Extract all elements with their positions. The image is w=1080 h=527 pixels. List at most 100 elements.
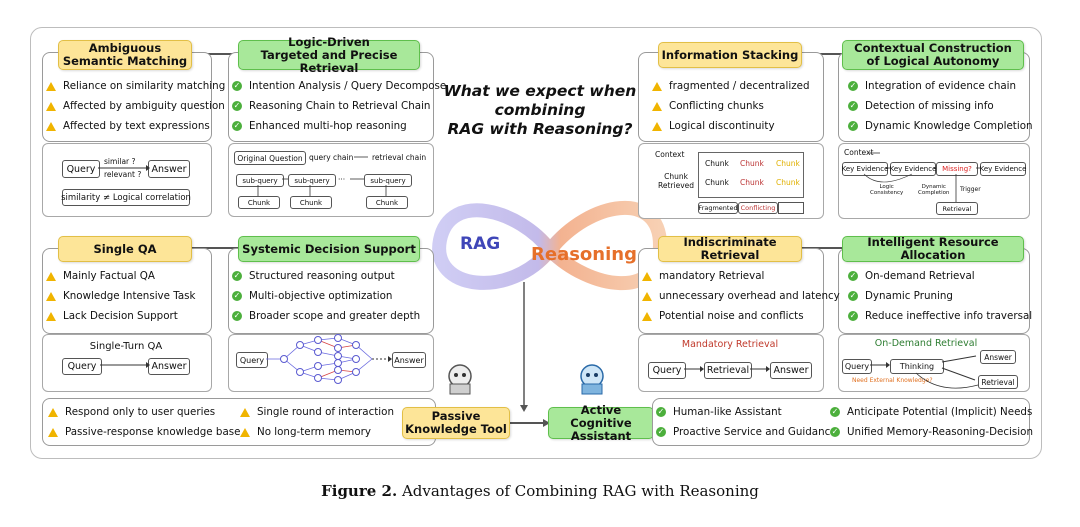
check-icon: ✓ xyxy=(232,291,242,301)
warning-icon xyxy=(46,121,56,131)
br-query-box: Query xyxy=(648,362,686,379)
reasoning-label: Reasoning xyxy=(531,244,637,265)
tr-issue-2-text: Conflicting chunks xyxy=(669,100,764,112)
warning-icon xyxy=(240,427,250,437)
bl-singleqa-title: Single-Turn QA xyxy=(89,341,163,352)
tr-issue-3-text: Logical discontinuity xyxy=(669,120,775,132)
check-icon: ✓ xyxy=(848,121,858,131)
tl-benefit-3-text: Enhanced multi-hop reasoning xyxy=(249,120,407,132)
tl-issue-3: Affected by text expressions xyxy=(46,120,210,132)
check-icon: ✓ xyxy=(656,427,666,437)
br-benefit-2-text: Dynamic Pruning xyxy=(865,290,953,302)
bottom-left-item-2: Passive-response knowledge base xyxy=(48,426,240,438)
warning-icon xyxy=(642,311,652,321)
tl-benefit-2-text: Reasoning Chain to Retrieval Chain xyxy=(249,100,431,112)
warning-icon xyxy=(46,291,56,301)
check-icon: ✓ xyxy=(656,407,666,417)
warning-icon xyxy=(642,291,652,301)
bl-benefit-3-text: Broader scope and greater depth xyxy=(249,310,421,322)
bottom-left-item-1: Respond only to user queries xyxy=(48,406,215,418)
warning-icon xyxy=(652,81,662,91)
bl-graph-query: Query xyxy=(236,352,268,368)
tl-issue-1: Reliance on similarity matching xyxy=(46,80,225,92)
tr-key-evidence-1: Key Evidence xyxy=(842,162,888,176)
br-right-title: Intelligent Resource Allocation xyxy=(842,236,1024,262)
bottom-right-a-1-text: Human-like Assistant xyxy=(673,406,782,418)
tr-issue-1: fragmented / decentralized xyxy=(652,80,810,92)
br-retrieval-box: Retrieval xyxy=(704,362,752,379)
bottom-mid-item-1: Single round of interaction xyxy=(240,406,394,418)
bottom-right-a-2: ✓Proactive Service and Guidance xyxy=(656,426,837,438)
bottom-mid-item-2-text: No long-term memory xyxy=(257,426,371,438)
br-issue-1-text: mandatory Retrieval xyxy=(659,270,765,282)
warning-icon xyxy=(46,101,56,111)
bottom-right-a-1: ✓ Human-like Assistant xyxy=(656,406,782,418)
check-icon: ✓ xyxy=(848,311,858,321)
tr-fragmented-box: Fragmented xyxy=(698,202,738,214)
passive-robot-icon xyxy=(448,364,472,395)
br-od-retrieval: Retrieval xyxy=(978,375,1018,389)
bl-right-title: Systemic Decision Support xyxy=(238,236,420,262)
tr-context-label-2: Context xyxy=(844,148,874,157)
center-question: What we expect when combining RAG with R… xyxy=(440,82,640,139)
active-robot-icon xyxy=(580,364,604,395)
br-benefit-3: ✓Reduce ineffective info traversal xyxy=(848,310,1032,322)
check-icon: ✓ xyxy=(830,407,840,417)
check-icon: ✓ xyxy=(232,311,242,321)
bl-issue-1-text: Mainly Factual QA xyxy=(63,270,155,282)
tl-qchain-label: query chain xyxy=(309,153,354,162)
warning-icon xyxy=(46,81,56,91)
tl-subquery-2: sub-query xyxy=(288,174,336,187)
tl-benefit-1-text: Intention Analysis / Query Decompose xyxy=(249,80,447,92)
warning-icon xyxy=(46,271,56,281)
bl-benefit-2: ✓Multi-objective optimization xyxy=(232,290,392,302)
tr-issue-2: Conflicting chunks xyxy=(652,100,764,112)
bottom-right-b-1: ✓ Anticipate Potential (Implicit) Needs xyxy=(830,406,1032,418)
tr-logic-label-2: Consistency xyxy=(870,190,904,196)
tr-evidence-diagram xyxy=(838,143,1030,219)
warning-icon xyxy=(48,427,58,437)
tl-right-title-1: Logic-Driven xyxy=(288,34,370,49)
center-question-line-2: combining xyxy=(494,101,586,119)
warning-icon xyxy=(652,101,662,111)
tl-left-title-2: Semantic Matching xyxy=(62,54,188,68)
bl-issue-1: Mainly Factual QA xyxy=(46,270,155,282)
tl-left-title-1: Ambiguous xyxy=(88,41,162,55)
active-line-1: Active Cognitive xyxy=(570,402,632,430)
check-icon: ✓ xyxy=(232,271,242,281)
br-issue-1: mandatory Retrieval xyxy=(642,270,764,282)
check-icon: ✓ xyxy=(848,271,858,281)
bl-benefit-1-text: Structured reasoning output xyxy=(249,270,395,282)
bottom-mid-item-1-text: Single round of interaction xyxy=(257,406,394,418)
tr-chunk-c: Chunk xyxy=(776,159,800,168)
br-issue-2-text: unnecessary overhead and latency xyxy=(659,290,840,302)
passive-line-1: Passive xyxy=(431,409,481,423)
tl-issue-2: Affected by ambiguity question xyxy=(46,100,225,112)
tr-key-evidence-3: Key Evidence xyxy=(980,162,1026,176)
tr-dynamic-label-2: Completion xyxy=(918,190,950,196)
bl-issues-panel xyxy=(42,248,212,334)
tr-dynamic-label-1: Dynamic xyxy=(921,184,946,190)
warning-icon xyxy=(46,311,56,321)
tl-issue-3-text: Affected by text expressions xyxy=(63,120,210,132)
bottom-right-b-1-text: Anticipate Potential (Implicit) Needs xyxy=(847,406,1033,418)
tr-chunk-grid xyxy=(698,152,804,198)
tl-subquery-1: sub-query xyxy=(236,174,284,187)
tr-key-evidence-2: Key Evidence xyxy=(890,162,936,176)
bl-graph-answer: Answer xyxy=(392,352,426,368)
tr-chunk-b: Chunk xyxy=(740,159,764,168)
bottom-left-item-1-text: Respond only to user queries xyxy=(65,406,216,418)
passive-line-2: Knowledge Tool xyxy=(405,422,507,436)
br-od-answer: Answer xyxy=(980,350,1016,364)
bl-issue-2-text: Knowledge Intensive Task xyxy=(63,290,196,302)
br-need-label: Need External Knowledge? xyxy=(852,377,933,384)
tr-benefit-3: ✓Dynamic Knowledge Completion xyxy=(848,120,1033,132)
tr-benefit-1-text: Integration of evidence chain xyxy=(865,80,1017,92)
tl-subquery-ellipsis: ··· xyxy=(338,175,346,184)
center-question-line-3: RAG with Reasoning? xyxy=(447,120,633,138)
